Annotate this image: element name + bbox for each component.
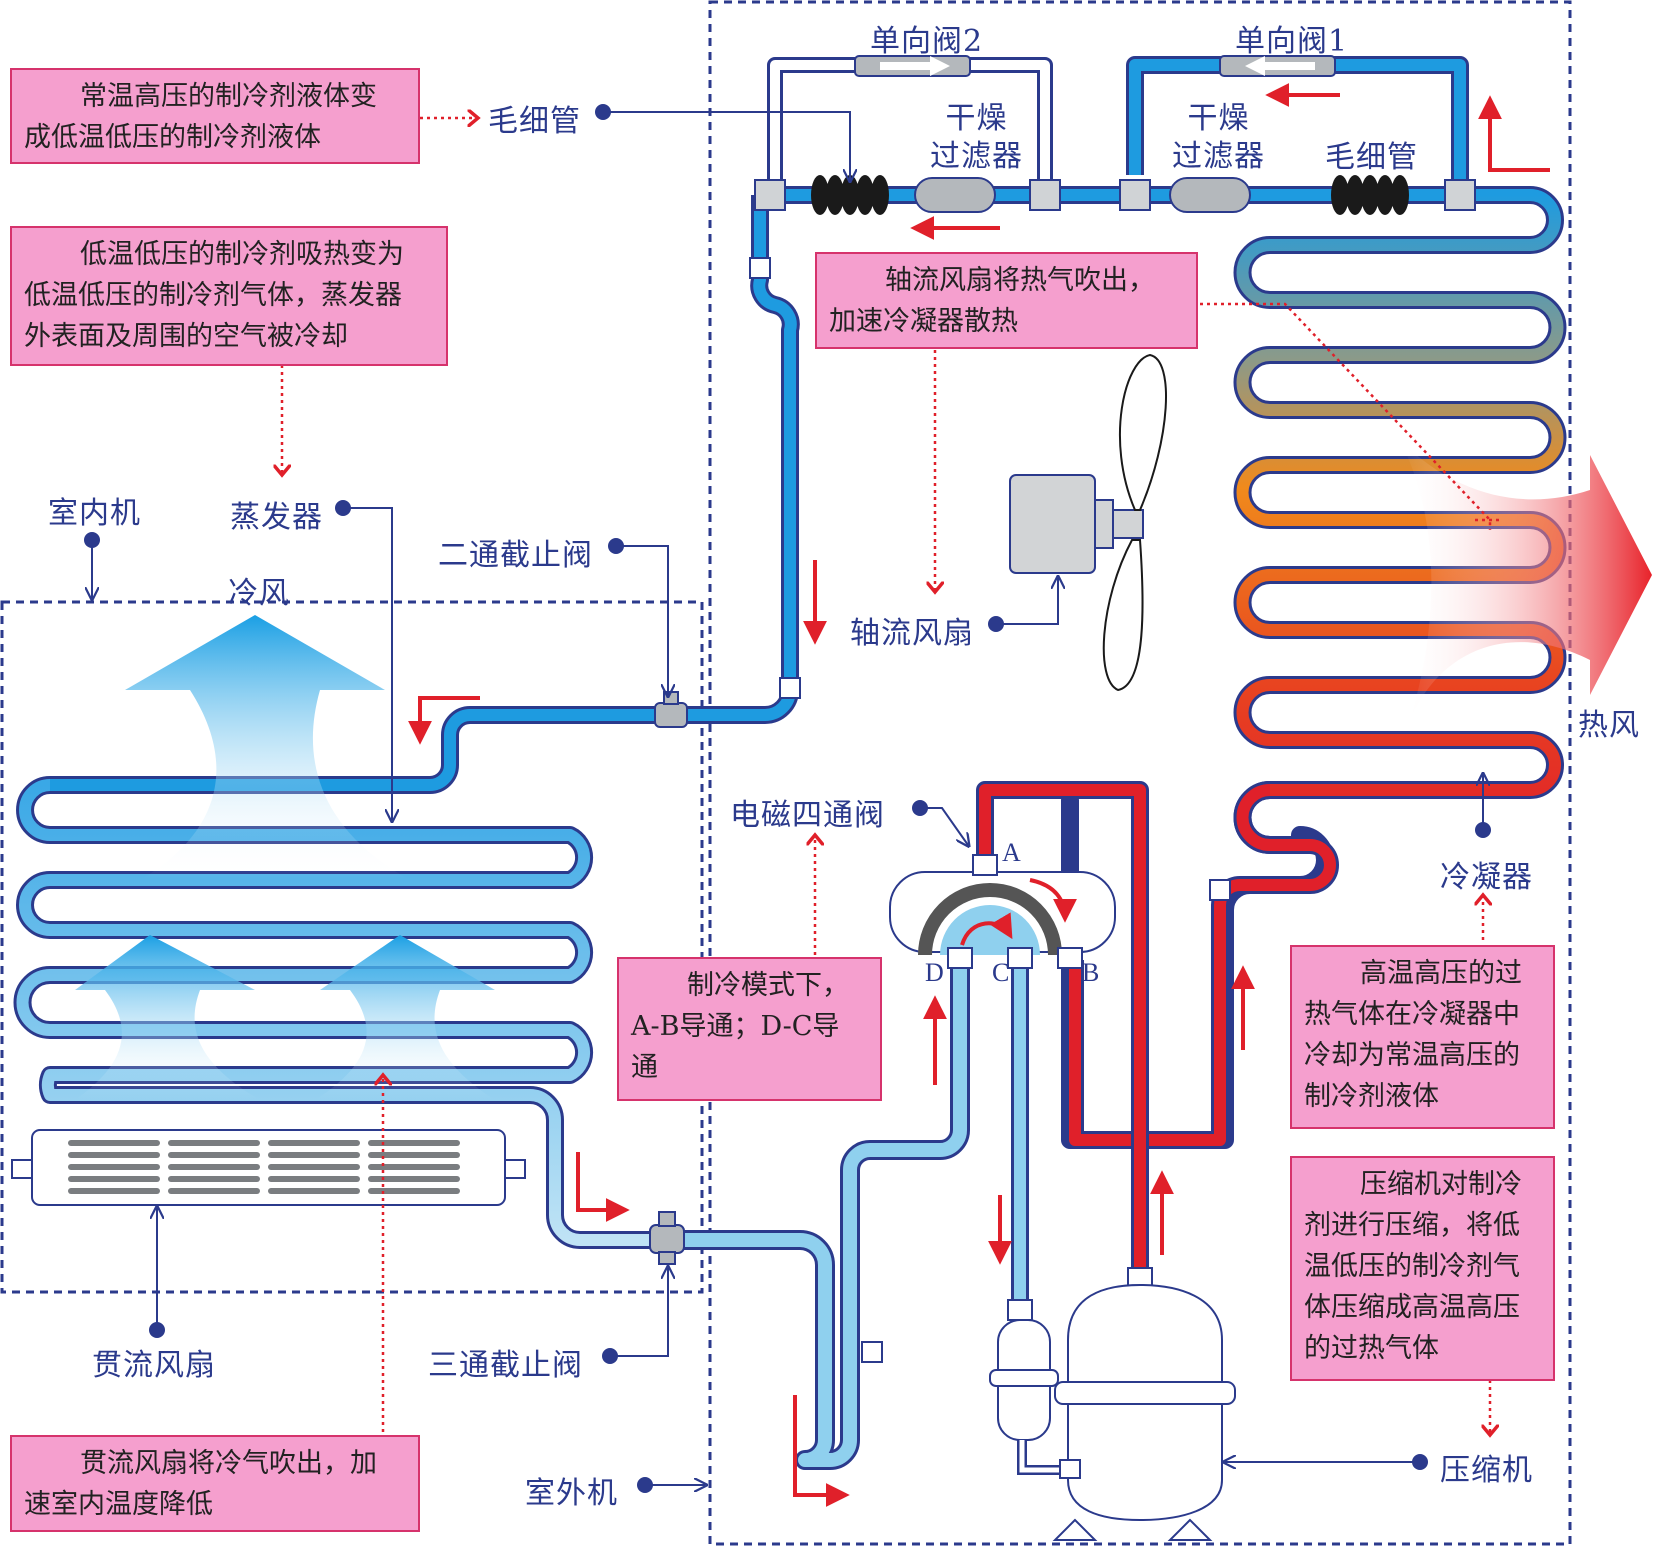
evaporator-label: 蒸发器	[230, 500, 323, 535]
four-way-valve-icon	[889, 854, 1116, 969]
check-valve-2-label: 单向阀2	[870, 24, 984, 59]
hot-air-arrow	[1400, 440, 1652, 720]
capillary-left-label: 毛细管	[488, 104, 581, 139]
note-axial-fan: 轴流风扇将热气吹出， 加速冷凝器散热	[815, 252, 1198, 349]
hot-air-label: 热风	[1578, 708, 1640, 743]
cold-air-label: 冷风	[228, 576, 290, 611]
accumulator-icon	[989, 1299, 1060, 1475]
note-capillary: 常温高压的制冷剂液体变 成低温低压的制冷剂液体	[10, 68, 420, 164]
three-way-valve-icon	[649, 1211, 685, 1265]
fan-blade-icon	[1102, 353, 1168, 692]
note-condenser: 高温高压的过 热气体在冷凝器中 冷却为常温高压的 制冷剂液体	[1290, 945, 1555, 1129]
label-leaders	[92, 111, 1483, 1485]
port-c-label: C	[992, 958, 1010, 987]
two-way-valve-label: 二通截止阀	[438, 538, 593, 573]
cold-air-arrows	[75, 615, 495, 1100]
port-a-label: A	[1002, 838, 1021, 867]
note-cross-flow-fan: 贯流风扇将冷气吹出，加 速室内温度降低	[10, 1435, 420, 1532]
indoor-unit-frame	[0, 600, 704, 1294]
stop-valve-icon	[654, 691, 688, 728]
check-valve-1-label: 单向阀1	[1235, 24, 1349, 59]
condenser-label: 冷凝器	[1440, 860, 1533, 895]
four-way-valve-label: 电磁四通阀	[730, 798, 885, 833]
indoor-unit-label: 室内机	[48, 496, 141, 531]
port-d-label: D	[925, 958, 944, 987]
suction-line	[660, 955, 1029, 1470]
outdoor-unit-frame	[708, 0, 1572, 1546]
fan-motor-icon	[1009, 474, 1144, 574]
cross-flow-fan-icon	[11, 1129, 526, 1206]
hot-gas-pipe	[976, 781, 1339, 1275]
compressor-label: 压缩机	[1440, 1453, 1533, 1488]
dryer-filter-left-label: 干燥 过滤器	[930, 101, 1023, 174]
port-b-label: B	[1082, 958, 1100, 987]
evaporator-coil	[13, 776, 660, 1249]
note-compressor: 压缩机对制冷 剂进行压缩，将低 温低压的制冷剂气 体压缩成高温高压 的过热气体	[1290, 1156, 1555, 1381]
compressor-icon	[1052, 1267, 1236, 1541]
axial-fan-label: 轴流风扇	[850, 616, 974, 651]
note-evaporator: 低温低压的制冷剂吸热变为 低温低压的制冷剂气体，蒸发器 外表面及周围的空气被冷却	[10, 226, 448, 366]
check-valve-1-icon	[1219, 55, 1336, 77]
flow-arrows	[408, 83, 1550, 1507]
cross-flow-fan-label: 贯流风扇	[92, 1348, 216, 1383]
check-valve-2-icon	[854, 55, 971, 77]
outdoor-unit-label: 室外机	[525, 1476, 618, 1511]
capillary-coil-icon	[811, 175, 1409, 215]
label-dots	[84, 104, 1491, 1493]
dryer-filter-right-label: 干燥 过滤器	[1172, 101, 1265, 174]
note-four-way-valve: 制冷模式下， A-B导通；D-C导 通	[617, 957, 882, 1101]
note-connectors	[282, 118, 1500, 1435]
three-way-valve-label: 三通截止阀	[428, 1348, 583, 1383]
dryer-filter-icon	[914, 177, 1251, 213]
capillary-right-label: 毛细管	[1325, 140, 1418, 175]
